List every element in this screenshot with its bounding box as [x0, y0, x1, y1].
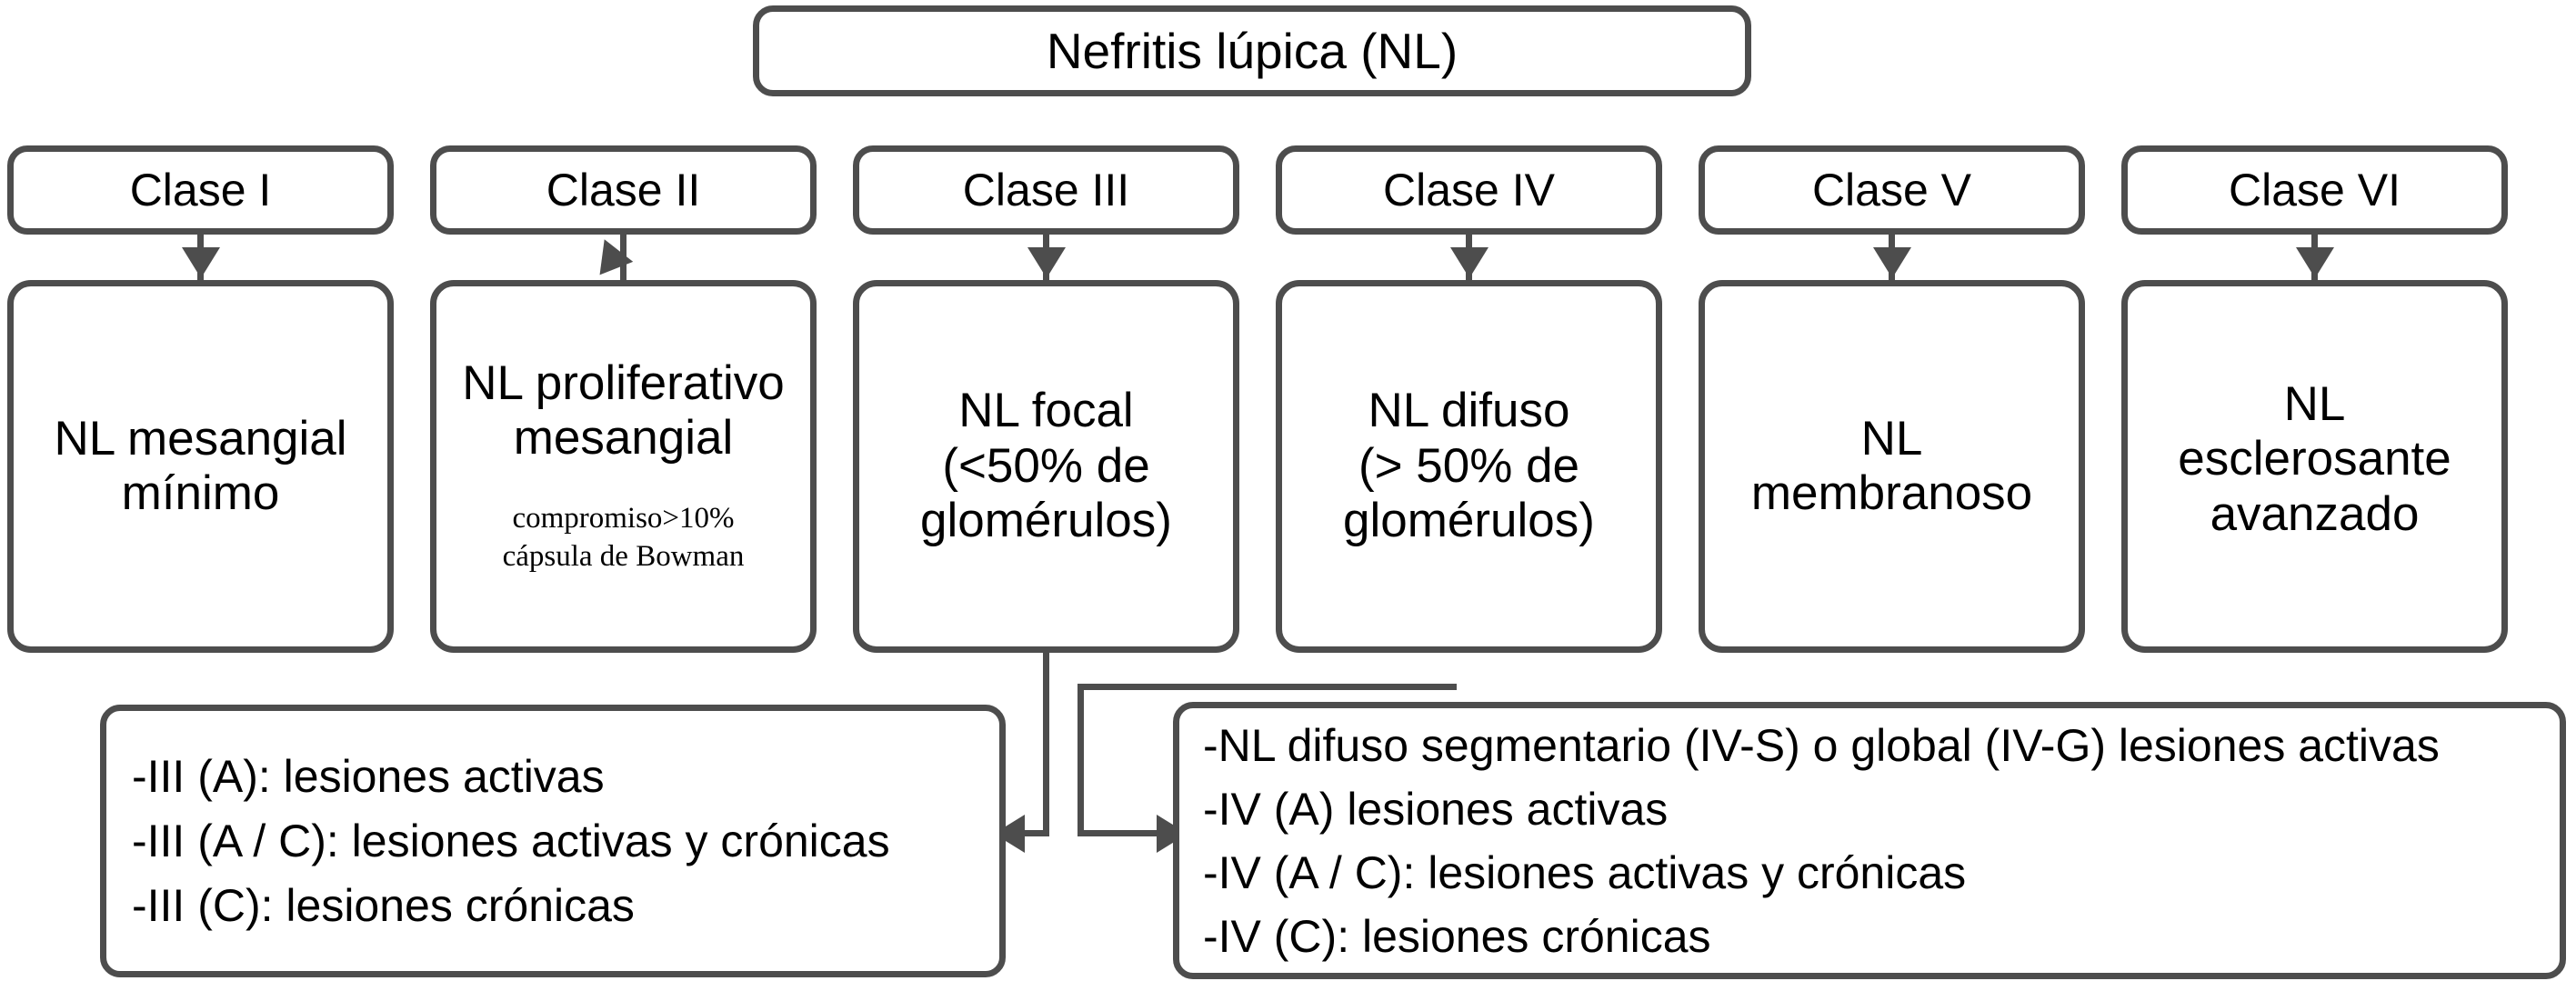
class-header-label-ii: Clase II — [546, 164, 701, 215]
detail-line: -IV (C): lesiones crónicas — [1203, 910, 1711, 962]
class-header-box-iv: Clase IV — [1276, 145, 1662, 235]
class-description-text-iv: NL difuso (> 50% de glomérulos) — [1343, 384, 1595, 548]
detail-line: -III (A / C): lesiones activas y crónica… — [132, 815, 890, 866]
class-description-text-v: NL membranoso — [1750, 411, 2033, 520]
class-description-text-vi: NL esclerosante avanzado — [2178, 377, 2451, 541]
connector-class-ii — [620, 235, 626, 282]
class-description-text-ii: NL proliferativo mesangial — [462, 355, 785, 465]
detail-box-class-iv: -NL difuso segmentario (IV-S) o global (… — [1173, 702, 2566, 979]
arrow-down-icon-class-vi — [2296, 247, 2334, 278]
connector-iv-vertical — [1078, 684, 1084, 833]
class-description-box-v: NL membranoso — [1699, 280, 2085, 653]
arrow-down-icon-class-i — [182, 247, 220, 278]
connector-iii-vertical — [1043, 653, 1049, 833]
class-header-box-i: Clase I — [7, 145, 394, 235]
detail-line: -NL difuso segmentario (IV-S) o global (… — [1203, 719, 2440, 771]
detail-line: -IV (A / C): lesiones activas y crónicas — [1203, 846, 1967, 898]
class-header-label-vi: Clase VI — [2229, 164, 2401, 215]
class-header-label-iv: Clase IV — [1383, 164, 1555, 215]
arrow-down-icon-class-iv — [1450, 247, 1488, 278]
class-description-text-iii: NL focal (<50% de glomérulos) — [920, 384, 1172, 548]
class-header-label-v: Clase V — [1811, 164, 1972, 215]
diagram-title-text: Nefritis lúpica (NL) — [1046, 22, 1458, 79]
class-header-box-iii: Clase III — [853, 145, 1239, 235]
connector-iv-horizontal-top — [1078, 684, 1457, 690]
detail-box-class-iii: -III (A): lesiones activas -III (A / C):… — [100, 705, 1006, 977]
detail-line: -IV (A) lesiones activas — [1203, 783, 1669, 835]
class-header-label-i: Clase I — [129, 164, 272, 215]
class-description-text-i: NL mesangial mínimo — [54, 411, 347, 520]
class-description-box-iii: NL focal (<50% de glomérulos) — [853, 280, 1239, 653]
arrow-down-icon-class-v — [1873, 247, 1911, 278]
class-description-box-ii: NL proliferativo mesangial compromiso>10… — [430, 280, 817, 653]
class-description-box-vi: NL esclerosante avanzado — [2121, 280, 2508, 653]
diagram-title-box: Nefritis lúpica (NL) — [753, 5, 1751, 96]
connector-iii-horizontal — [1006, 830, 1049, 836]
class-header-box-vi: Clase VI — [2121, 145, 2508, 235]
class-description-box-i: NL mesangial mínimo — [7, 280, 394, 653]
detail-line: -III (A): lesiones activas — [132, 750, 605, 802]
detail-line: -III (C): lesiones crónicas — [132, 879, 635, 931]
arrow-down-icon-class-iii — [1027, 247, 1066, 278]
class-description-subtitle-ii: compromiso>10% cápsula de Bowman — [502, 501, 745, 574]
class-header-box-v: Clase V — [1699, 145, 2085, 235]
class-description-box-iv: NL difuso (> 50% de glomérulos) — [1276, 280, 1662, 653]
connector-iv-horizontal-bottom — [1078, 830, 1164, 836]
class-header-box-ii: Clase II — [430, 145, 817, 235]
class-header-label-iii: Clase III — [962, 164, 1130, 215]
